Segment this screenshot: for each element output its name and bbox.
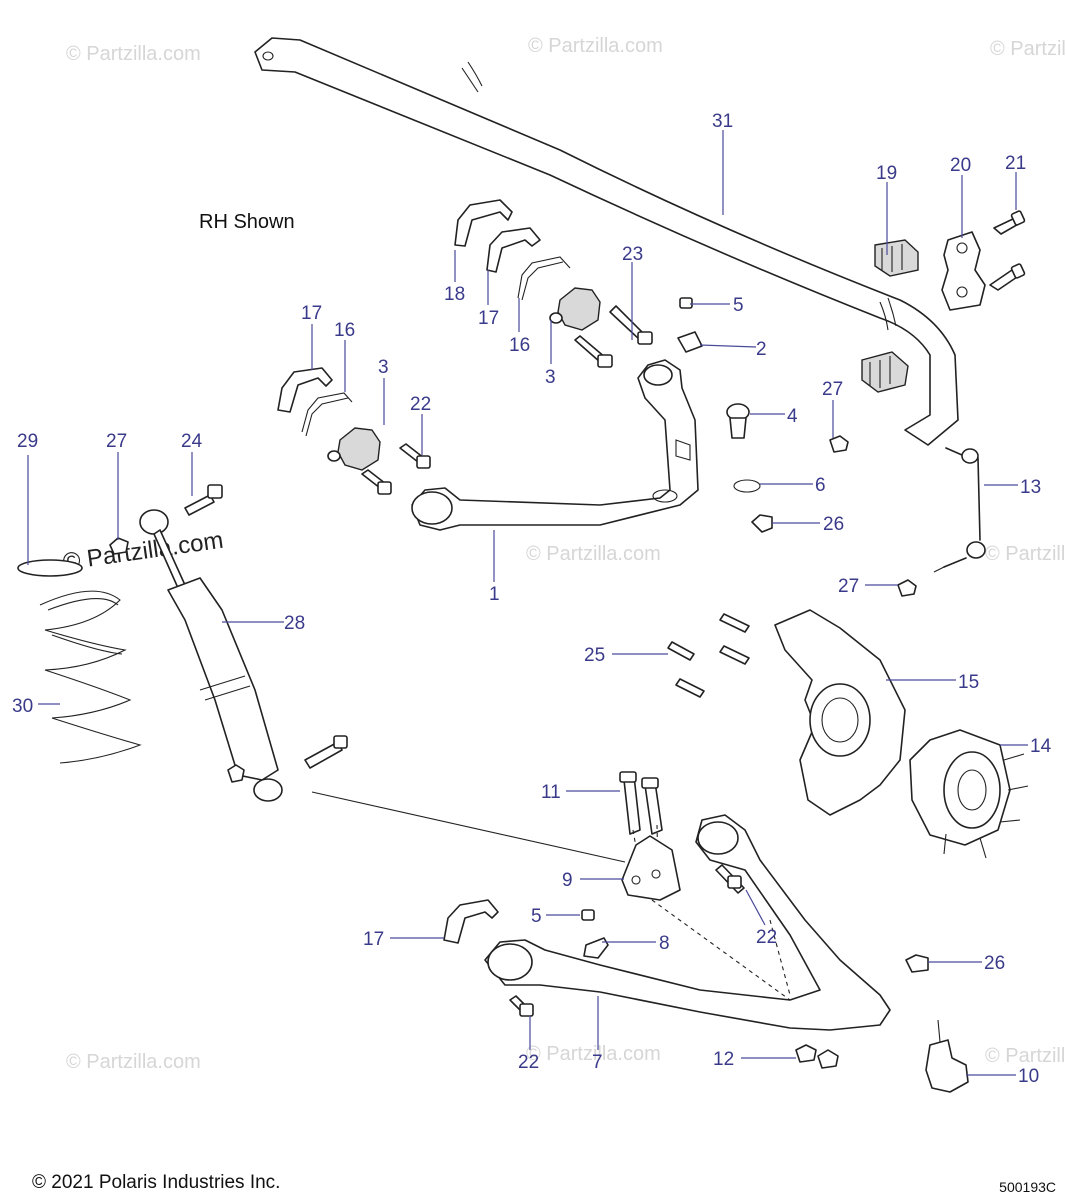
callout-22-mid: 22	[756, 927, 777, 948]
callout-22-lower: 22	[518, 1052, 539, 1073]
callout-4: 4	[787, 406, 798, 427]
callout-17-lower: 17	[363, 929, 384, 950]
callout-28: 28	[284, 613, 305, 634]
callout-31: 31	[712, 111, 733, 132]
callout-12: 12	[713, 1049, 734, 1070]
callout-23: 23	[622, 244, 643, 265]
shock-absorber	[139, 509, 348, 802]
bar-mount-parts	[861, 210, 1026, 393]
shock-hardware-top	[17, 484, 223, 577]
knuckle-and-hub	[667, 609, 1029, 859]
callout-29: 29	[17, 431, 38, 452]
callout-7: 7	[592, 1052, 603, 1073]
callout-20: 20	[950, 155, 971, 176]
callout-17-left: 17	[301, 303, 322, 324]
callout-1: 1	[489, 584, 500, 605]
watermark-mid-center: © Partzilla.com	[526, 543, 661, 565]
upper-bushing-brackets	[277, 199, 571, 944]
watermark-top-center: © Partzilla.com	[528, 35, 663, 57]
leader-lines	[27, 130, 1028, 1076]
watermark-top-left: © Partzilla.com	[66, 43, 201, 65]
callout-22-upper: 22	[410, 394, 431, 415]
callout-27-upper: 27	[822, 379, 843, 400]
callout-27-link: 27	[838, 576, 859, 597]
callout-15: 15	[958, 672, 979, 693]
callout-3-upper: 3	[545, 367, 556, 388]
copyright-text: © 2021 Polaris Industries Inc.	[32, 1172, 281, 1193]
upper-bushings-bolts	[327, 287, 653, 495]
callout-11: 11	[541, 782, 561, 803]
callout-26-upper: 26	[823, 514, 844, 535]
view-label: RH Shown	[199, 211, 295, 233]
callout-19: 19	[876, 163, 897, 184]
callout-8: 8	[659, 933, 670, 954]
callout-27-shock: 27	[106, 431, 127, 452]
callout-18: 18	[444, 284, 465, 305]
lower-control-arm-group	[484, 771, 969, 1093]
callout-numbers: 31 19 20 21 23 18 17 16 5 2 3 4 27 6 26 …	[12, 111, 1052, 1087]
callout-21: 21	[1005, 153, 1026, 174]
callout-2: 2	[756, 339, 767, 360]
watermarks: © Partzilla.com © Partzilla.com © Partzi…	[61, 35, 1066, 1073]
watermark-overlay: © Partzilla.com	[61, 527, 225, 576]
watermark-bottom-center: © Partzilla.com	[526, 1043, 661, 1065]
upper-a-arm	[411, 359, 699, 531]
callout-26-lower: 26	[984, 953, 1005, 974]
callout-5-lower: 5	[531, 906, 542, 927]
watermark-bottom-right: © Partzilla.com	[985, 1045, 1066, 1067]
callout-16-left: 16	[334, 320, 355, 341]
watermark-mid-right: © Partzilla.com	[985, 543, 1066, 565]
callout-25: 25	[584, 645, 605, 666]
callout-6: 6	[815, 475, 826, 496]
coil-spring	[39, 590, 142, 764]
callout-10: 10	[1018, 1066, 1039, 1087]
callout-30: 30	[12, 696, 33, 717]
callout-16-upper: 16	[509, 335, 530, 356]
callout-3-left: 3	[378, 357, 389, 378]
callout-13: 13	[1020, 477, 1041, 498]
callout-24: 24	[181, 431, 203, 452]
shock-to-bracket-line	[311, 791, 626, 863]
stabilizer-link	[933, 447, 986, 573]
diagram-id: 500193C	[999, 1179, 1056, 1195]
stabilizer-bar	[254, 37, 959, 446]
upper-small-parts	[677, 297, 917, 597]
watermark-bottom-left: © Partzilla.com	[66, 1051, 201, 1073]
callout-17-upper: 17	[478, 308, 499, 329]
watermark-top-right: © Partzilla.com	[990, 38, 1066, 60]
callout-9: 9	[562, 870, 573, 891]
callout-14: 14	[1030, 736, 1052, 757]
callout-5-upper: 5	[733, 295, 744, 316]
